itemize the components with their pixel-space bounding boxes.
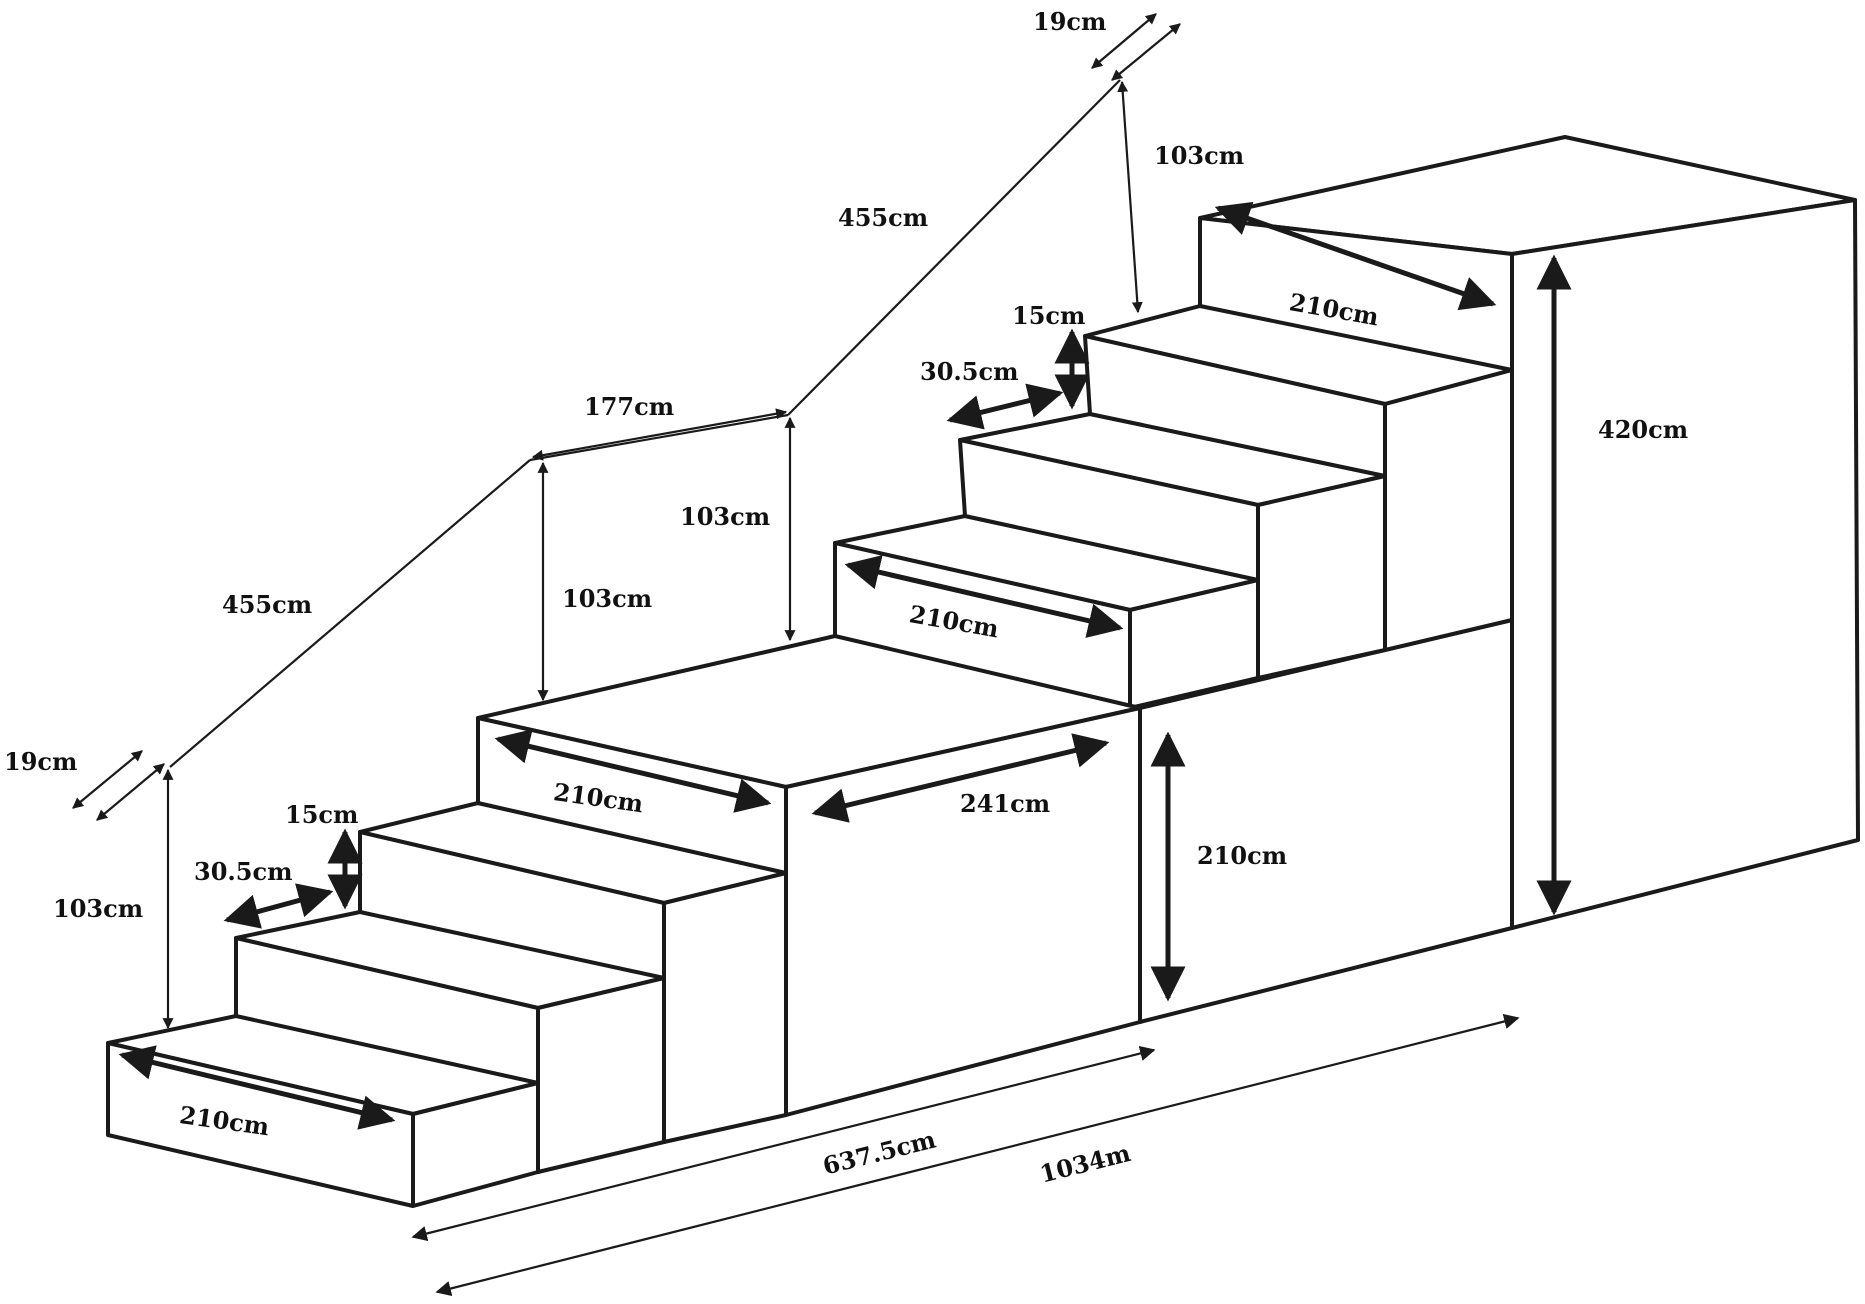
upper-step-run-dim <box>946 383 1064 430</box>
landing-rail <box>529 413 789 462</box>
landing-width-dim <box>811 733 1110 823</box>
label-right-block-height: 420cm <box>1598 415 1688 444</box>
label-landing-post-height-right: 103cm <box>680 502 770 531</box>
label-bottom-post-height: 103cm <box>53 894 143 923</box>
post-top <box>1117 80 1143 314</box>
lower-step-2-side <box>536 976 666 1174</box>
landing-length-dim <box>531 408 788 461</box>
label-landing-post-height-left: 103cm <box>562 584 652 613</box>
label-landing-width: 241cm <box>960 789 1050 818</box>
lower-tread-depth-dim <box>118 1045 396 1130</box>
tall-block-side <box>1510 198 1860 930</box>
label-total-length: 1034m <box>1037 1138 1133 1188</box>
landing-depth-dim <box>494 729 772 813</box>
lower-step-3-side <box>662 871 788 1144</box>
label-upper-rail-length: 455cm <box>838 203 928 232</box>
dimension-labels: 19cm 103cm 455cm 210cm 15cm 30.5cm 177cm… <box>4 7 1688 1189</box>
lower-step-run-dim <box>223 883 334 929</box>
bottom-run-dim-a <box>72 750 143 809</box>
upper-rail <box>787 79 1121 416</box>
label-upper-step-run: 30.5cm <box>920 357 1018 386</box>
upper-tread-depth-bottom-dim <box>844 555 1124 638</box>
label-upper-step-rise: 15cm <box>1012 301 1085 330</box>
handrail <box>162 79 1143 1030</box>
label-bottom-run-width: 19cm <box>4 747 77 776</box>
lower-rail <box>169 459 531 768</box>
label-top-post-height: 103cm <box>1154 141 1244 170</box>
bottom-run-dim-b <box>96 763 165 821</box>
label-length-to-landing: 637.5cm <box>820 1125 939 1181</box>
label-landing-height: 210cm <box>1197 841 1287 870</box>
total-length-dim <box>435 1013 1520 1297</box>
upper-step-2-side <box>1256 474 1387 680</box>
upper-tread-depth-top-dim <box>1214 201 1497 311</box>
top-run-dim-b <box>1111 23 1181 81</box>
label-lower-rail-length: 455cm <box>222 590 312 619</box>
label-lower-step-rise: 15cm <box>285 800 358 829</box>
dimension-lines <box>72 13 1572 1297</box>
label-landing-length: 177cm <box>584 392 674 421</box>
label-lower-step-run: 30.5cm <box>194 857 292 886</box>
label-top-run-width: 19cm <box>1033 7 1106 36</box>
upper-step-3-side <box>1383 368 1514 652</box>
